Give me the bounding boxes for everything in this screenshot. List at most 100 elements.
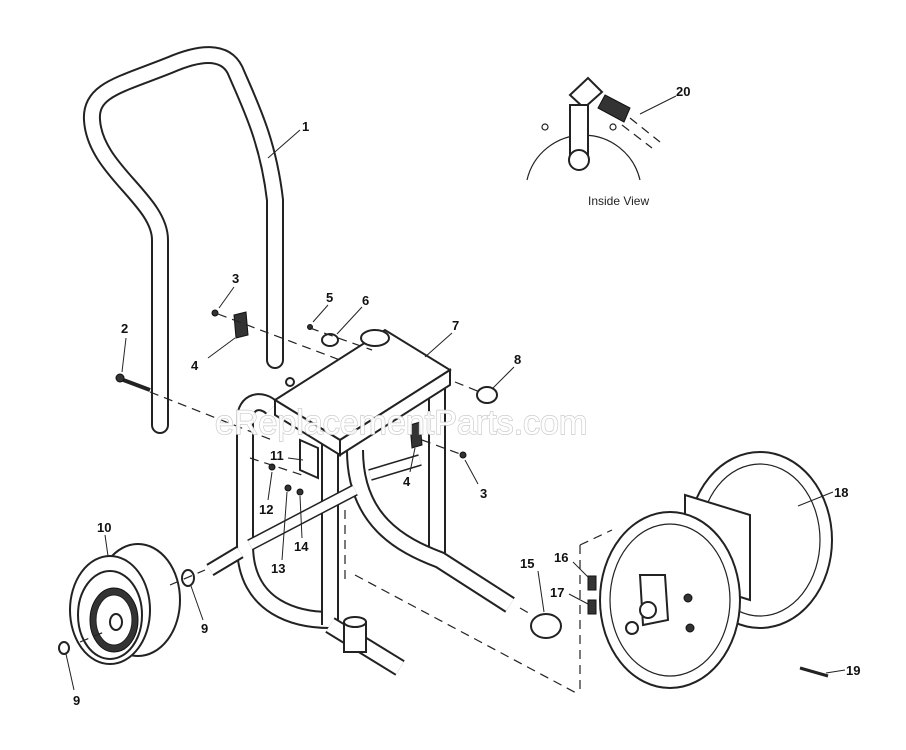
- assembly-line: [217, 313, 341, 361]
- leader-lines: [65, 95, 846, 691]
- cart-frame: [206, 385, 515, 676]
- leader-10: [104, 534, 109, 557]
- leader-3: [218, 286, 235, 309]
- leader-14: [299, 495, 303, 539]
- frame-left: [238, 395, 277, 545]
- washer-9b: [58, 641, 70, 655]
- callout-7: 7: [452, 318, 459, 333]
- platform-part: [273, 328, 452, 457]
- swivel-fitting: [597, 94, 631, 123]
- leader-5: [312, 304, 329, 323]
- callout-4b: 4: [403, 474, 411, 489]
- leader-2: [121, 337, 127, 373]
- inset-guide: [629, 117, 661, 143]
- callout-19: 19: [846, 663, 860, 678]
- inset-caption: Inside View: [588, 194, 649, 208]
- platform-front: [339, 368, 451, 457]
- assembly-line: [421, 439, 461, 455]
- reel-hole: [685, 623, 695, 633]
- callout-3: 3: [232, 271, 239, 286]
- callout-3b: 3: [480, 486, 487, 501]
- leader-7: [424, 332, 453, 358]
- swivel-base: [568, 149, 590, 171]
- assembly-lines: [79, 313, 613, 696]
- foot-cap-15: [530, 613, 562, 639]
- leader-9: [190, 585, 204, 621]
- callout-11: 11: [270, 448, 284, 463]
- callout-13: 13: [271, 561, 285, 576]
- leader-11: [287, 457, 304, 461]
- callout-17: 17: [550, 585, 564, 600]
- inset-hole: [609, 123, 617, 131]
- platform-ring: [360, 329, 390, 347]
- assembly-line: [149, 391, 273, 441]
- assembly-line: [169, 569, 206, 586]
- reel-front-flange: [599, 511, 741, 689]
- callout-12: 12: [259, 502, 273, 517]
- assembly-line: [249, 457, 303, 476]
- reel-front-flange-inner: [609, 523, 731, 677]
- assembly-line: [354, 574, 581, 696]
- leader-15: [537, 570, 545, 613]
- leader-18: [797, 491, 834, 507]
- handle-tube: [84, 48, 282, 432]
- leader-3b: [464, 459, 479, 485]
- callout-6: 6: [362, 293, 369, 308]
- cap-8: [476, 386, 498, 404]
- handle-part: [82, 46, 284, 434]
- swivel-stem: [569, 104, 589, 156]
- callout-15: 15: [520, 556, 534, 571]
- callout-16: 16: [554, 550, 568, 565]
- part-13: [284, 484, 292, 492]
- bracket-11: [299, 438, 319, 480]
- frame-bottom: [238, 544, 331, 627]
- clamp-4b: [409, 421, 423, 449]
- clamp-4: [233, 311, 249, 339]
- leader-9b: [65, 653, 75, 691]
- reel-axle: [625, 621, 639, 635]
- washer-9: [181, 569, 195, 587]
- callouts: 1 2 3 3 4 4 5 6 7 8 9 9 10 11 12 13 14 1…: [73, 84, 860, 708]
- callout-8: 8: [514, 352, 521, 367]
- callout-18: 18: [834, 485, 848, 500]
- leader-19: [825, 669, 846, 674]
- callout-14: 14: [294, 539, 309, 554]
- reel-swivel: [639, 601, 657, 619]
- callout-10: 10: [97, 520, 111, 535]
- post-socket-top: [343, 616, 367, 628]
- assembly-line: [309, 327, 373, 351]
- knob-6: [321, 333, 339, 347]
- assembly-line: [454, 381, 481, 393]
- wheel-center: [109, 613, 123, 631]
- callout-9b: 9: [73, 693, 80, 708]
- callout-2: 2: [121, 321, 128, 336]
- screw-3: [211, 309, 219, 317]
- reel-hole: [683, 593, 693, 603]
- part-12: [268, 463, 276, 471]
- callout-9: 9: [201, 621, 208, 636]
- inset-hole: [541, 123, 549, 131]
- cross-bar: [247, 486, 358, 549]
- assembly-line: [579, 529, 613, 546]
- callout-4: 4: [191, 358, 199, 373]
- strut: [348, 449, 514, 611]
- hose-reel-part: [599, 451, 833, 689]
- wheel-part: [69, 543, 181, 665]
- platform-pin: [285, 377, 295, 387]
- hardware: [58, 309, 829, 678]
- screw-3b: [459, 451, 467, 459]
- leader-12: [267, 471, 273, 501]
- swivel-elbow: [568, 76, 604, 110]
- leader-13: [281, 491, 288, 561]
- inside-view-inset: [526, 76, 661, 181]
- leader-6: [336, 306, 363, 335]
- watermark: eReplacementParts.com: [215, 404, 587, 442]
- callout-1: 1: [302, 119, 309, 134]
- leader-4: [207, 337, 236, 359]
- leader-4b: [409, 447, 416, 473]
- part-14: [296, 488, 304, 496]
- leader-1: [267, 129, 301, 159]
- leader-8: [492, 366, 515, 389]
- leader-20: [639, 95, 677, 115]
